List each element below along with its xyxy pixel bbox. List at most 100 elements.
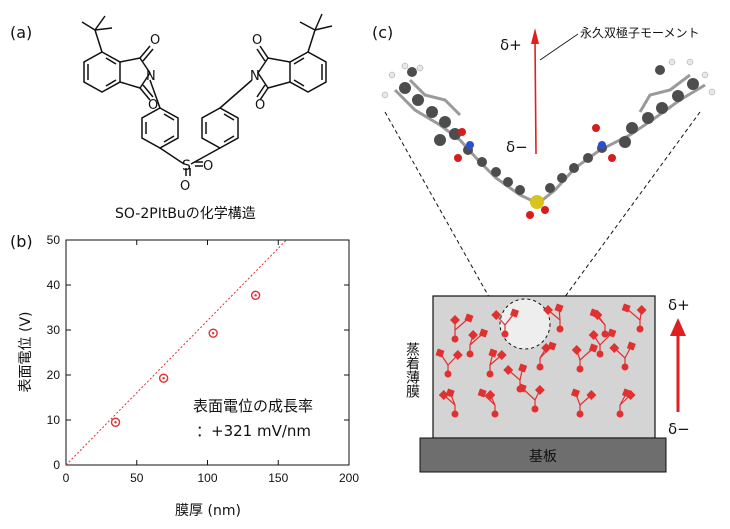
dipole-arrow-head	[531, 28, 539, 44]
dipole-end	[586, 390, 597, 400]
dipole-sulfonyl	[516, 385, 524, 393]
dipole-sulfonyl	[621, 363, 629, 371]
dipole-end	[571, 345, 582, 355]
dipole-end	[477, 388, 487, 398]
sulfur-atom	[530, 195, 544, 209]
growth-rate-value: ：+321 mV/nm	[196, 422, 311, 440]
zoom-line-right	[547, 111, 701, 321]
x-tick-label: 100	[197, 471, 217, 485]
zoom-circle	[499, 298, 551, 350]
dipole-sulfonyl	[491, 410, 499, 418]
data-point-center	[211, 331, 215, 335]
dipole-sulfonyl	[616, 410, 624, 418]
y-tick-label: 50	[47, 233, 61, 247]
dipole-end	[485, 390, 496, 400]
x-axis-label: 膜厚 (nm)	[175, 503, 241, 519]
dipole-sulfonyl	[601, 330, 609, 338]
substrate-label: 基板	[529, 448, 557, 465]
dipole-sulfonyl	[596, 350, 604, 358]
atom-n: N	[146, 69, 156, 84]
dipole-end	[488, 348, 498, 358]
dipole-end	[609, 343, 620, 353]
y-axis-label: 表面電位 (V)	[18, 312, 34, 393]
data-point	[158, 373, 169, 383]
atom-n: N	[250, 69, 260, 84]
data-point	[110, 417, 121, 427]
panel-label-b: (b)	[10, 232, 33, 251]
dipole-end	[554, 303, 564, 313]
film-plus-label: δ+	[668, 296, 690, 314]
polarity-arrow-head	[670, 318, 686, 336]
data-point	[250, 290, 261, 301]
dipole-end	[450, 315, 460, 325]
dipole-sulfonyl	[576, 365, 584, 373]
growth-rate-title: 表面電位の成長率	[193, 397, 313, 415]
dipole-arrow-shaft	[534, 39, 537, 155]
atom-o: O	[148, 98, 158, 113]
atom-o: O	[203, 159, 213, 174]
structure-caption: SO-2PItBuの化学構造	[115, 206, 256, 222]
dipole-end	[636, 305, 647, 315]
dipole-label: 永久双極子モーメント	[580, 25, 700, 40]
dipole-end	[503, 365, 514, 375]
dipole-end	[543, 305, 553, 315]
atom-s: S	[182, 158, 191, 174]
y-tick-label: 20	[47, 368, 61, 382]
x-axis-ticks: 0 50 100 150 200	[63, 240, 359, 485]
data-point-center	[114, 421, 117, 424]
x-tick-label: 0	[63, 471, 70, 485]
x-tick-label: 150	[268, 471, 288, 485]
dipole-end	[534, 385, 545, 395]
dipole-end	[625, 390, 636, 400]
dipole-end	[510, 308, 520, 318]
molecule-3d-model	[381, 58, 716, 219]
x-tick-label: 50	[130, 471, 144, 485]
atom-o: O	[180, 179, 190, 194]
dipole-sulfonyl	[576, 410, 584, 418]
dipole-sulfonyl	[636, 325, 644, 333]
dipole-end	[588, 343, 598, 353]
dipole-sulfonyl	[536, 363, 544, 371]
y-tick-label: 40	[47, 278, 61, 292]
zoom-line-left	[384, 111, 503, 321]
y-tick-label: 10	[47, 413, 61, 427]
y-tick-label: 30	[47, 323, 61, 337]
dipole-end	[491, 310, 502, 320]
data-point-center	[254, 294, 257, 297]
structure-atom-labels: O O N N O O S O O	[146, 33, 265, 194]
atom-o: O	[150, 33, 160, 48]
y-axis-ticks: 0 10 20 30 40 50	[47, 233, 349, 472]
dipole-sulfonyl	[466, 350, 474, 358]
atom-o: O	[255, 98, 265, 113]
dipole-end	[541, 343, 552, 353]
dipole-minus-label: δ−	[506, 138, 528, 156]
dipole-end	[464, 313, 474, 323]
dipole-end	[607, 328, 617, 338]
dipole-end	[592, 310, 603, 320]
dipole-sulfonyl	[451, 410, 459, 418]
fit-line	[65, 239, 287, 466]
data-point	[208, 328, 218, 338]
dipole-end	[435, 348, 445, 358]
x-tick-label: 200	[339, 471, 359, 485]
film-minus-label: δ−	[668, 420, 690, 438]
dipole-end	[452, 350, 463, 360]
data-points	[110, 290, 261, 427]
film-dipole-molecules	[435, 303, 647, 418]
substrate	[419, 437, 667, 473]
dipole-sulfonyl	[451, 335, 459, 343]
film-label: 蒸着薄膜	[404, 342, 420, 398]
dipole-pointer-line	[539, 33, 579, 61]
dipole-sulfonyl	[501, 330, 509, 338]
dipole-sulfonyl	[556, 325, 564, 333]
dipole-sulfonyl	[531, 405, 539, 413]
data-point-center	[162, 376, 165, 380]
dipole-end	[626, 341, 636, 351]
y-tick-label: 0	[53, 458, 60, 472]
dipole-end	[518, 363, 528, 373]
dipole-end	[468, 330, 479, 340]
dipole-plus-label: δ+	[500, 36, 522, 54]
chemical-structure	[81, 13, 333, 176]
surface-potential-chart: 0 10 20 30 40 50 0 50 100 150 200 表面電位の成長率 ：+321 …	[18, 233, 359, 519]
dipole-end	[438, 390, 449, 400]
